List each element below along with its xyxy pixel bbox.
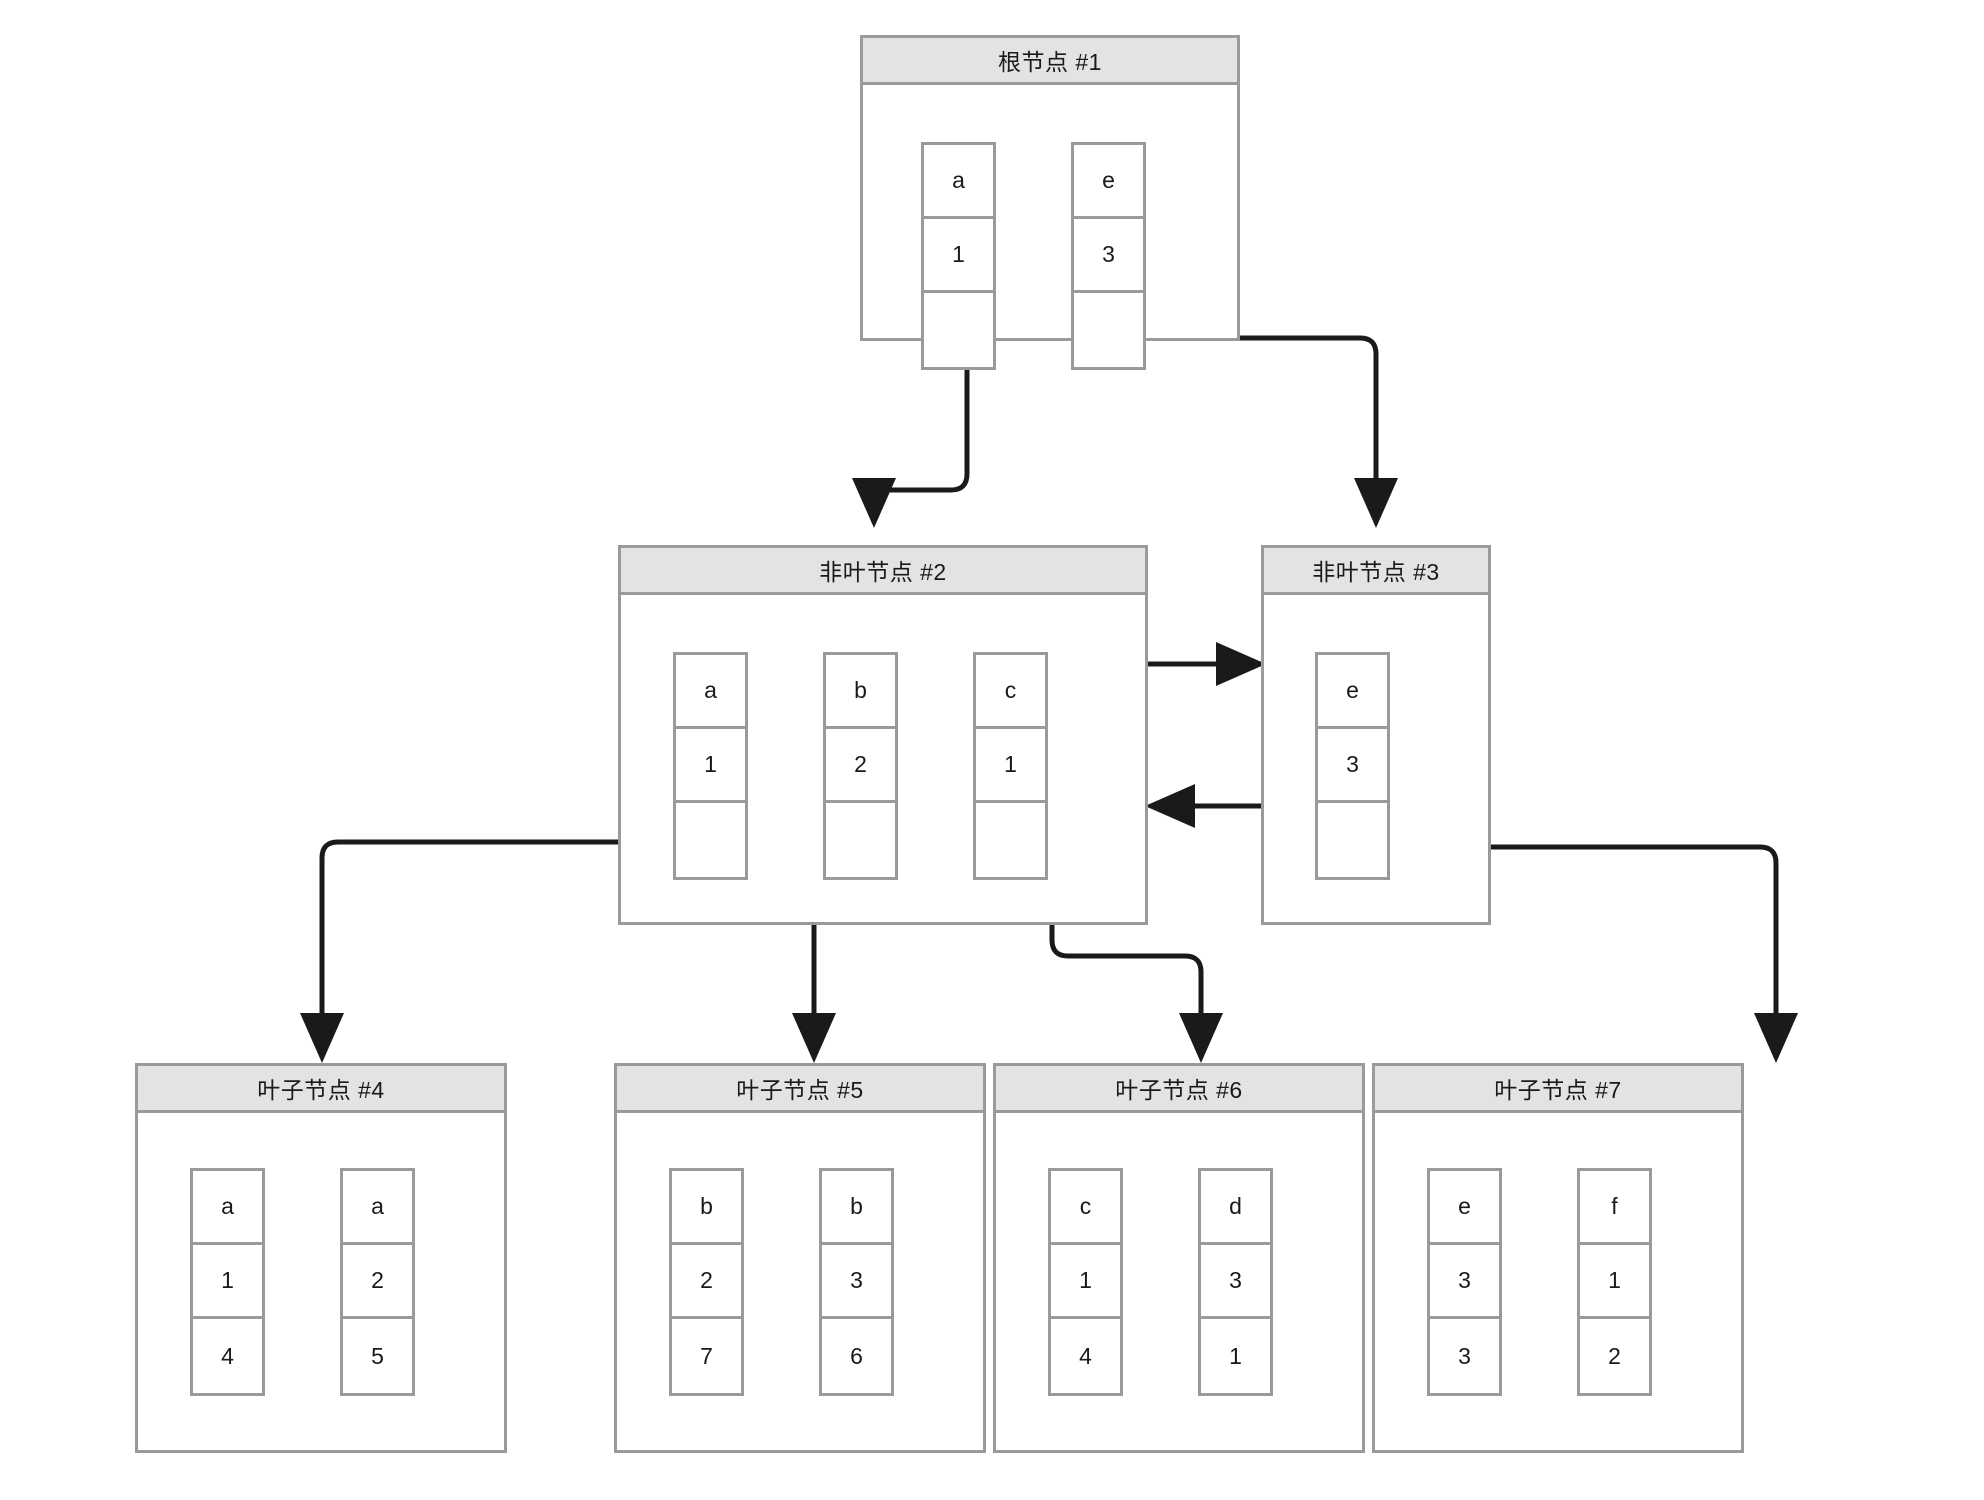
- entry-n6-1-num: 3: [1201, 1245, 1270, 1319]
- entry-n7-1-key: f: [1580, 1171, 1649, 1245]
- entry-n3-0[interactable]: e 3: [1315, 652, 1390, 880]
- entry-n4-0-pointer: 4: [193, 1319, 262, 1393]
- node-internal-2-title: 非叶节点 #2: [621, 548, 1145, 595]
- entry-n7-0-pointer: 3: [1430, 1319, 1499, 1393]
- entry-n1-0-pointer: [924, 293, 993, 367]
- entry-n2-0-num: 1: [676, 729, 745, 803]
- entry-n1-1-key: e: [1074, 145, 1143, 219]
- entry-n7-0[interactable]: e 3 3: [1427, 1168, 1502, 1396]
- entry-n6-0-num: 1: [1051, 1245, 1120, 1319]
- entry-n2-1[interactable]: b 2: [823, 652, 898, 880]
- entry-n6-1-key: d: [1201, 1171, 1270, 1245]
- entry-n7-1-pointer: 2: [1580, 1319, 1649, 1393]
- node-internal-2-body: a 1 b 2 c 1: [621, 595, 1145, 922]
- node-leaf-6-title: 叶子节点 #6: [996, 1066, 1362, 1113]
- node-leaf-6-body: c 1 4 d 3 1: [996, 1113, 1362, 1450]
- node-leaf-7-body: e 3 3 f 1 2: [1375, 1113, 1741, 1450]
- node-root-1[interactable]: 根节点 #1 a 1 e 3: [860, 35, 1240, 370]
- node-leaf-5-title: 叶子节点 #5: [617, 1066, 983, 1113]
- node-leaf-7-title: 叶子节点 #7: [1375, 1066, 1741, 1113]
- entry-n4-0-num: 1: [193, 1245, 262, 1319]
- node-leaf-4-body: a 1 4 a 2 5: [138, 1113, 504, 1450]
- edge-n1-ptr2-to-n3: [1126, 335, 1398, 528]
- entry-n6-1[interactable]: d 3 1: [1198, 1168, 1273, 1396]
- entry-gap: [748, 652, 823, 880]
- entry-n1-1[interactable]: e 3: [1071, 142, 1146, 370]
- entry-n6-1-pointer: 1: [1201, 1319, 1270, 1393]
- entry-n2-0-key: a: [676, 655, 745, 729]
- entry-n4-0[interactable]: a 1 4: [190, 1168, 265, 1396]
- node-leaf-5-body: b 2 7 b 3 6: [617, 1113, 983, 1450]
- entry-gap: [898, 652, 973, 880]
- entry-gap: [1123, 1168, 1198, 1396]
- entry-gap: [1502, 1168, 1577, 1396]
- entry-n5-1[interactable]: b 3 6: [819, 1168, 894, 1396]
- entry-n4-0-key: a: [193, 1171, 262, 1245]
- entry-n2-1-pointer: [826, 803, 895, 877]
- entry-n4-1-pointer: 5: [343, 1319, 412, 1393]
- entry-gap: [996, 142, 1071, 370]
- node-leaf-7[interactable]: 叶子节点 #7 e 3 3 f 1 2: [1372, 1063, 1744, 1453]
- node-internal-3[interactable]: 非叶节点 #3 e 3: [1261, 545, 1491, 925]
- entry-n1-1-num: 3: [1074, 219, 1143, 293]
- entry-n7-1[interactable]: f 1 2: [1577, 1168, 1652, 1396]
- entry-n3-0-key: e: [1318, 655, 1387, 729]
- node-root-1-body: a 1 e 3: [863, 85, 1237, 370]
- entry-n2-0-pointer: [676, 803, 745, 877]
- entry-n1-0-key: a: [924, 145, 993, 219]
- entry-n7-1-num: 1: [1580, 1245, 1649, 1319]
- entry-n5-1-key: b: [822, 1171, 891, 1245]
- entry-n5-1-num: 3: [822, 1245, 891, 1319]
- entry-n2-1-key: b: [826, 655, 895, 729]
- entry-n4-1[interactable]: a 2 5: [340, 1168, 415, 1396]
- node-leaf-6[interactable]: 叶子节点 #6 c 1 4 d 3 1: [993, 1063, 1365, 1453]
- entry-n3-0-num: 3: [1318, 729, 1387, 803]
- node-root-1-title: 根节点 #1: [863, 38, 1237, 85]
- node-leaf-4[interactable]: 叶子节点 #4 a 1 4 a 2 5: [135, 1063, 507, 1453]
- entry-n5-1-pointer: 6: [822, 1319, 891, 1393]
- entry-n6-0-key: c: [1051, 1171, 1120, 1245]
- entry-n2-1-num: 2: [826, 729, 895, 803]
- entry-n6-0[interactable]: c 1 4: [1048, 1168, 1123, 1396]
- entry-n7-0-num: 3: [1430, 1245, 1499, 1319]
- entry-n5-0-key: b: [672, 1171, 741, 1245]
- entry-n7-0-key: e: [1430, 1171, 1499, 1245]
- node-leaf-4-title: 叶子节点 #4: [138, 1066, 504, 1113]
- entry-n4-1-num: 2: [343, 1245, 412, 1319]
- entry-n3-0-pointer: [1318, 803, 1387, 877]
- entry-gap: [265, 1168, 340, 1396]
- entry-n1-1-pointer: [1074, 293, 1143, 367]
- entry-n2-2-key: c: [976, 655, 1045, 729]
- entry-gap: [744, 1168, 819, 1396]
- entry-n2-0[interactable]: a 1: [673, 652, 748, 880]
- entry-n2-2-pointer: [976, 803, 1045, 877]
- node-internal-3-title: 非叶节点 #3: [1264, 548, 1488, 595]
- entry-n1-0[interactable]: a 1: [921, 142, 996, 370]
- node-internal-3-body: e 3: [1264, 595, 1488, 922]
- entry-n5-0[interactable]: b 2 7: [669, 1168, 744, 1396]
- node-leaf-5[interactable]: 叶子节点 #5 b 2 7 b 3 6: [614, 1063, 986, 1453]
- node-internal-2[interactable]: 非叶节点 #2 a 1 b 2 c 1: [618, 545, 1148, 925]
- entry-n2-2[interactable]: c 1: [973, 652, 1048, 880]
- entry-n5-0-pointer: 7: [672, 1319, 741, 1393]
- entry-n5-0-num: 2: [672, 1245, 741, 1319]
- entry-n4-1-key: a: [343, 1171, 412, 1245]
- entry-n1-0-num: 1: [924, 219, 993, 293]
- entry-n6-0-pointer: 4: [1051, 1319, 1120, 1393]
- entry-n2-2-num: 1: [976, 729, 1045, 803]
